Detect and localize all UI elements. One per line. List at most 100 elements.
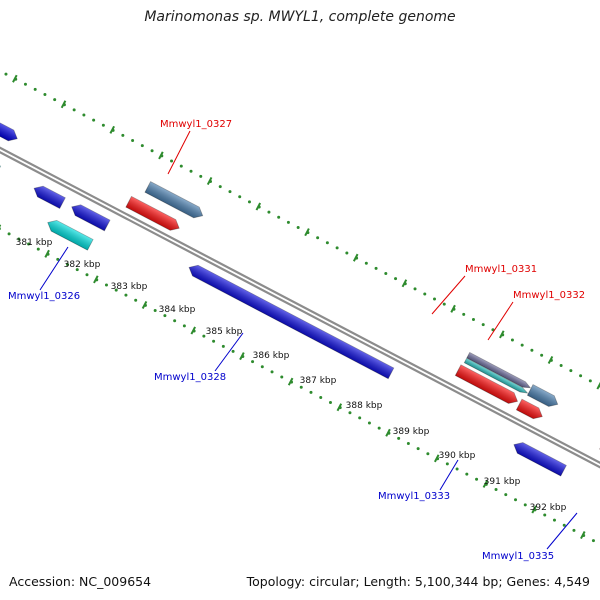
- tick-dot: [182, 324, 186, 328]
- tick-dot: [72, 108, 76, 112]
- gene-arrow[interactable]: [515, 398, 545, 422]
- tick-dot: [277, 215, 281, 219]
- gene-label-mmwyl1-0332[interactable]: Mmwyl1_0332: [513, 290, 585, 301]
- tick-label: 390 kbp: [439, 451, 476, 461]
- gene-arrow-mmwyl1-0327[interactable]: [144, 181, 205, 221]
- tick-mark: [401, 279, 408, 288]
- gene-arrow[interactable]: [31, 183, 66, 209]
- tick-dot: [238, 195, 242, 199]
- tick-dot: [562, 523, 566, 527]
- tick-dot: [455, 467, 459, 471]
- gene-arrow-mmwyl1-0328[interactable]: [186, 262, 395, 380]
- tick-dot: [374, 266, 378, 270]
- tick-dot: [591, 539, 595, 543]
- tick-mark: [385, 428, 391, 437]
- tick-mark: [580, 531, 586, 540]
- tick-dot: [588, 379, 592, 383]
- tick-dot: [520, 343, 524, 347]
- tick-dot: [423, 292, 427, 296]
- tick-dot: [228, 190, 232, 194]
- tick-dot: [569, 369, 573, 373]
- tick-dot: [296, 225, 300, 229]
- gene-label-mmwyl1-0327[interactable]: Mmwyl1_0327: [160, 119, 232, 130]
- gene-label-mmwyl1-0331[interactable]: Mmwyl1_0331: [465, 264, 537, 275]
- tick-mark: [255, 202, 262, 211]
- gene-label-mmwyl1-0328[interactable]: Mmwyl1_0328: [154, 372, 226, 383]
- tick-dot: [345, 251, 349, 255]
- tick-mark: [304, 228, 310, 237]
- label-leader-line: [167, 130, 191, 175]
- tick-mark: [547, 355, 554, 364]
- tick-dot: [426, 452, 430, 456]
- label-leader-line: [214, 332, 244, 372]
- gene-label-mmwyl1-0335[interactable]: Mmwyl1_0335: [482, 551, 554, 562]
- gene-arrow[interactable]: [463, 357, 529, 395]
- label-leader-line: [39, 246, 69, 291]
- tick-dot: [92, 118, 96, 122]
- tick-dot: [251, 360, 255, 364]
- gene-arrow-mmwyl1-0331[interactable]: [466, 351, 532, 391]
- tick-dot: [475, 477, 479, 481]
- tick-dot: [66, 263, 70, 267]
- gene-label-mmwyl1-0333[interactable]: Mmwyl1_0333: [378, 491, 450, 502]
- tick-dot: [82, 113, 86, 117]
- gene-arrow-mmwyl1-0326[interactable]: [45, 217, 94, 251]
- tick-dot: [36, 247, 40, 251]
- tick-dot: [325, 241, 329, 245]
- tick-dot: [462, 312, 466, 316]
- tick-dot: [367, 421, 371, 425]
- tick-label: 385 kbp: [206, 327, 243, 337]
- tick-dot: [579, 374, 583, 378]
- tick-dot: [416, 447, 420, 451]
- tick-label: 383 kbp: [111, 282, 148, 292]
- tick-dot: [309, 390, 313, 394]
- tick-mark: [190, 326, 196, 335]
- tick-dot: [56, 257, 60, 261]
- gene-arrow[interactable]: [69, 202, 111, 232]
- gene-label-mmwyl1-0326[interactable]: Mmwyl1_0326: [8, 291, 80, 302]
- tick-label: 384 kbp: [159, 305, 196, 315]
- tick-dot: [481, 323, 485, 327]
- gene-arrow[interactable]: [454, 364, 520, 407]
- gene-labels: Mmwyl1_0327Mmwyl1_0331Mmwyl1_0332Mmwyl1_…: [8, 119, 585, 562]
- tick-dot: [384, 271, 388, 275]
- tick-dot: [358, 416, 362, 420]
- tick-dot: [179, 164, 183, 168]
- tick-dot: [150, 149, 154, 153]
- tick-mark: [596, 381, 600, 390]
- tick-dot: [465, 472, 469, 476]
- gene-arrow[interactable]: [0, 114, 20, 144]
- tick-dot: [267, 210, 271, 214]
- tick-mark: [433, 454, 440, 463]
- gene-arrow-mmwyl1-0333[interactable]: [511, 439, 567, 477]
- gene-features: [0, 114, 600, 477]
- tick-dot: [104, 283, 108, 287]
- label-leader-line: [431, 275, 466, 315]
- tick-dot: [189, 169, 193, 173]
- gene-arrow-mmwyl1-0332[interactable]: [526, 384, 560, 410]
- tick-dot: [170, 159, 174, 163]
- tick-mark: [239, 352, 245, 361]
- tick-dot: [124, 293, 128, 297]
- tick-dot: [445, 462, 449, 466]
- tick-mark: [352, 253, 359, 262]
- tick-dot: [85, 273, 89, 277]
- label-leader-line: [487, 301, 514, 341]
- tick-label: 388 kbp: [346, 401, 383, 411]
- tick-label: 381 kbp: [16, 238, 53, 248]
- tick-dot: [286, 220, 290, 224]
- tick-dot: [552, 518, 556, 522]
- tick-dot: [4, 72, 8, 76]
- tick-mark: [450, 304, 456, 313]
- backbone-line: [0, 146, 600, 464]
- tick-dot: [397, 436, 401, 440]
- tick-dot: [260, 365, 264, 369]
- tick-dot: [101, 123, 105, 127]
- gene-arrow[interactable]: [125, 195, 182, 233]
- tick-label: 391 kbp: [484, 477, 521, 487]
- tick-dot: [247, 200, 251, 204]
- tick-dot: [23, 82, 27, 86]
- tick-dot: [328, 401, 332, 405]
- tick-dot: [406, 441, 410, 445]
